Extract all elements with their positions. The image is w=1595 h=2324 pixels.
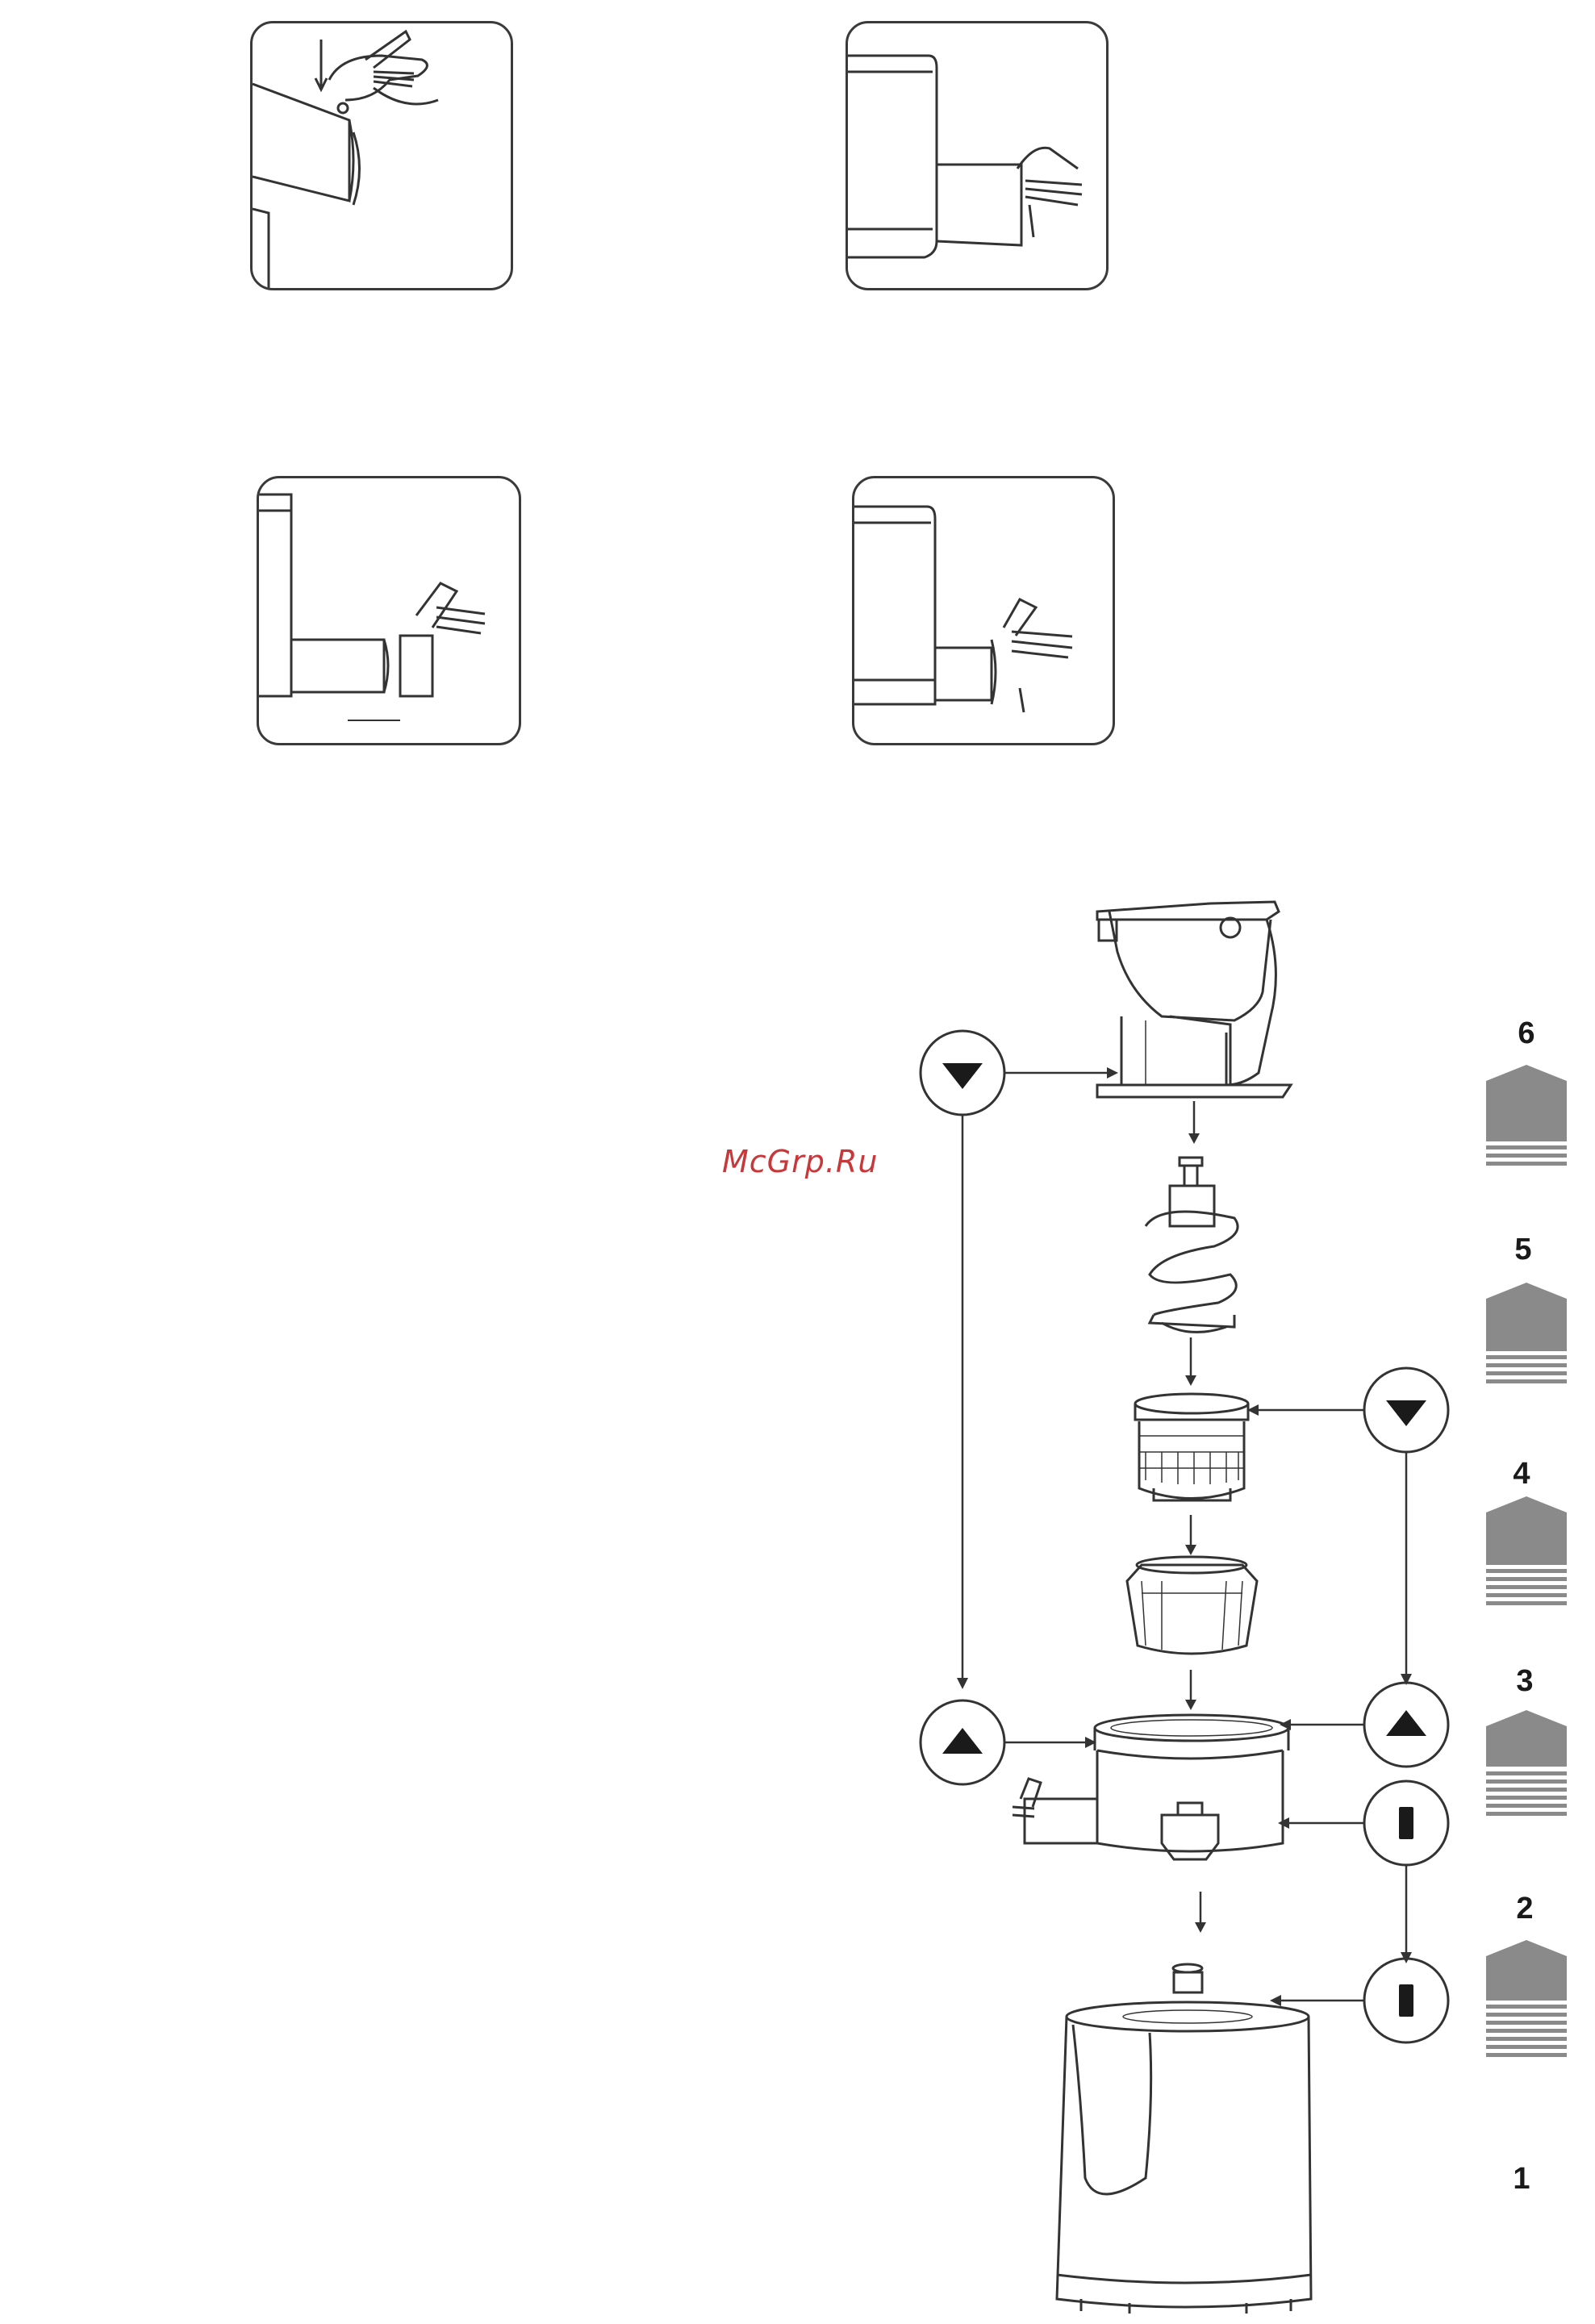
stacked-layers-icon bbox=[1486, 1710, 1567, 1816]
stacked-layers-icon bbox=[1486, 1283, 1567, 1383]
part-hopper-lid bbox=[1097, 902, 1291, 1097]
step-number-5: 5 bbox=[1499, 1233, 1547, 1267]
step-number-2: 2 bbox=[1501, 1892, 1549, 1926]
step-number-4: 4 bbox=[1497, 1457, 1546, 1492]
triangle-down-icon bbox=[942, 1063, 983, 1089]
lock-up-symbol-left bbox=[921, 1700, 1004, 1784]
align-symbol-bowl bbox=[1364, 1781, 1448, 1865]
stacked-layers-icon bbox=[1486, 1940, 1567, 2057]
part-motor-base bbox=[1057, 1964, 1311, 2314]
bar-icon bbox=[1399, 1984, 1413, 2017]
connector-arrowheads bbox=[957, 1067, 1412, 2006]
triangle-up-icon bbox=[1386, 1710, 1426, 1736]
lock-up-symbol-right bbox=[1364, 1683, 1448, 1767]
triangle-up-icon bbox=[942, 1728, 983, 1754]
step-number-1: 1 bbox=[1497, 2162, 1546, 2197]
bar-icon bbox=[1399, 1807, 1413, 1839]
stacked-layers-icon bbox=[1486, 1065, 1567, 1166]
step-number-6: 6 bbox=[1502, 1016, 1551, 1051]
align-symbol-base bbox=[1364, 1959, 1448, 2042]
part-strainer bbox=[1135, 1394, 1248, 1500]
triangle-down-icon bbox=[1386, 1400, 1426, 1426]
step-number-3: 3 bbox=[1501, 1664, 1549, 1699]
stacked-layers-icon bbox=[1486, 1496, 1567, 1605]
lock-down-symbol-right bbox=[1364, 1368, 1448, 1452]
part-brush-holder bbox=[1127, 1557, 1257, 1654]
lock-down-symbol-left bbox=[921, 1031, 1004, 1115]
part-juicing-bowl bbox=[1013, 1715, 1288, 1859]
part-auger bbox=[1146, 1158, 1238, 1332]
